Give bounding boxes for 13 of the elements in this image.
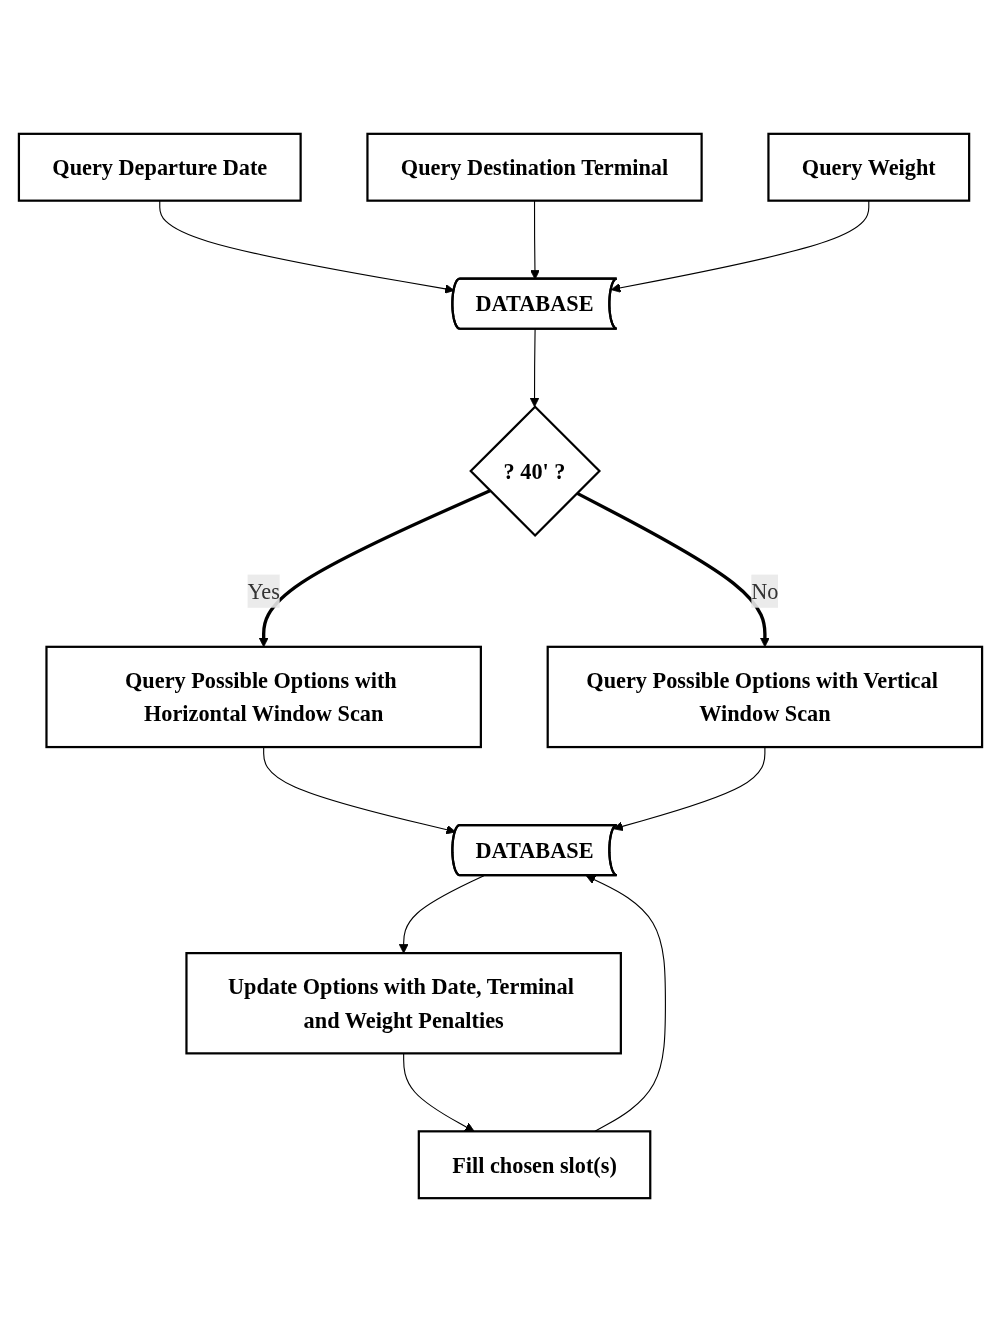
node-box: Update Options with Date, Terminal and Weight Penalties bbox=[185, 952, 622, 1055]
node-box: Fill chosen slot(s) bbox=[417, 1130, 652, 1200]
arrow bbox=[585, 875, 666, 1132]
node-box: Query Departure Date bbox=[17, 132, 302, 202]
node-box: Query Possible Options with Horizontal Window Scan bbox=[45, 645, 482, 749]
node-diamond: ? 40' ? bbox=[469, 405, 602, 537]
edge-label: No bbox=[751, 578, 779, 604]
arrow bbox=[529, 328, 540, 408]
node-box: Query Destination Terminal bbox=[366, 132, 703, 202]
arrow bbox=[610, 200, 870, 293]
edge-label: Yes bbox=[247, 578, 280, 604]
node-box: Query Possible Options with Vertical Window Scan bbox=[546, 645, 984, 749]
node-box: Query Weight bbox=[767, 132, 971, 202]
